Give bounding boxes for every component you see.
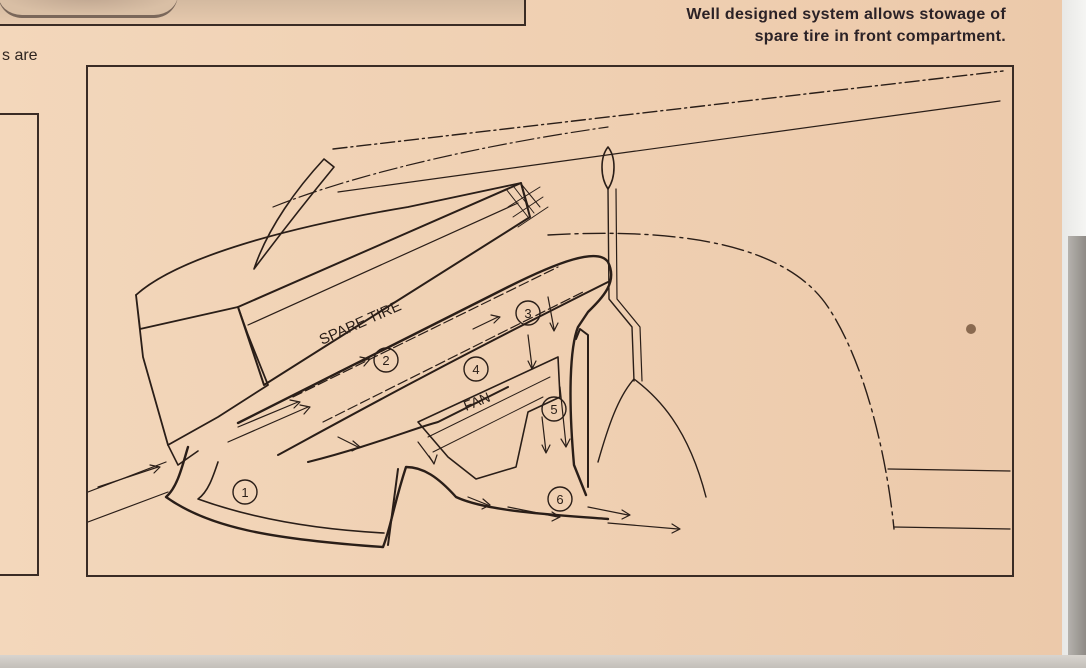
compartment-top <box>135 182 529 296</box>
scan-shadow-right <box>1068 236 1086 668</box>
jack-rod <box>607 188 635 382</box>
callout-6: 6 <box>556 492 563 507</box>
previous-photo-fragment <box>0 0 178 18</box>
callout-4: 4 <box>472 362 479 377</box>
caption-line-1: Well designed system allows stowage of <box>686 6 1006 23</box>
caption-line-2: spare tire in front compartment. <box>754 28 1006 45</box>
callout-5-circle <box>541 396 567 422</box>
body-contour-line <box>272 126 609 208</box>
previous-photo-frame <box>0 0 526 26</box>
compartment-side <box>167 444 199 466</box>
hood-lower-line <box>337 100 1001 193</box>
jack-rod-2 <box>615 188 643 382</box>
ventilation-diagram: SPARE TIRE FAN 1 2 3 4 5 6 <box>86 65 1014 577</box>
callout-2-circle <box>373 347 399 373</box>
separator-post <box>575 328 589 488</box>
vent-housing-inner <box>277 281 609 456</box>
spare-tire-box <box>237 182 531 386</box>
grille-mesh <box>505 184 549 228</box>
scanned-page <box>0 0 1062 668</box>
diagram-drawing: SPARE TIRE FAN 1 2 3 4 5 6 <box>88 70 1011 549</box>
lower-duct-inner <box>197 461 385 534</box>
figure-caption: Well designed system allows stowage of s… <box>686 4 1006 48</box>
fan-housing <box>417 356 561 480</box>
lower-duct-outer <box>164 445 610 549</box>
fan-label: FAN <box>461 389 492 414</box>
spare-tire-label: SPARE TIRE <box>317 297 404 348</box>
callout-6-circle <box>547 486 573 512</box>
fender-line-lower <box>893 526 1011 530</box>
callout-4-circle <box>463 356 489 382</box>
wheel-arch <box>547 232 895 530</box>
compartment-outline <box>135 294 269 446</box>
left-column-text-fragment: s are <box>2 47 38 64</box>
callout-3-circle <box>515 300 541 326</box>
airflow-arrows <box>97 296 681 534</box>
fan-grid-1 <box>427 376 551 438</box>
spare-tire-box-inner <box>247 202 519 326</box>
vent-housing-lower <box>307 386 509 463</box>
ink-smudge <box>966 324 976 334</box>
callout-1: 1 <box>241 485 248 500</box>
wiper-blade <box>253 158 335 270</box>
duct-wall <box>387 468 399 546</box>
vent-rib-1 <box>292 266 559 398</box>
jack-base <box>597 378 707 498</box>
callout-5: 5 <box>550 402 557 417</box>
scan-edge-bottom <box>0 655 1086 668</box>
callout-3: 3 <box>524 306 531 321</box>
hood-outline-line <box>332 70 1004 150</box>
left-column-box <box>0 113 39 576</box>
callout-1-circle <box>232 479 258 505</box>
fan-grid-2 <box>432 396 544 453</box>
jack-handle <box>601 146 615 190</box>
callout-2: 2 <box>382 353 389 368</box>
fender-line-upper <box>887 468 1011 472</box>
